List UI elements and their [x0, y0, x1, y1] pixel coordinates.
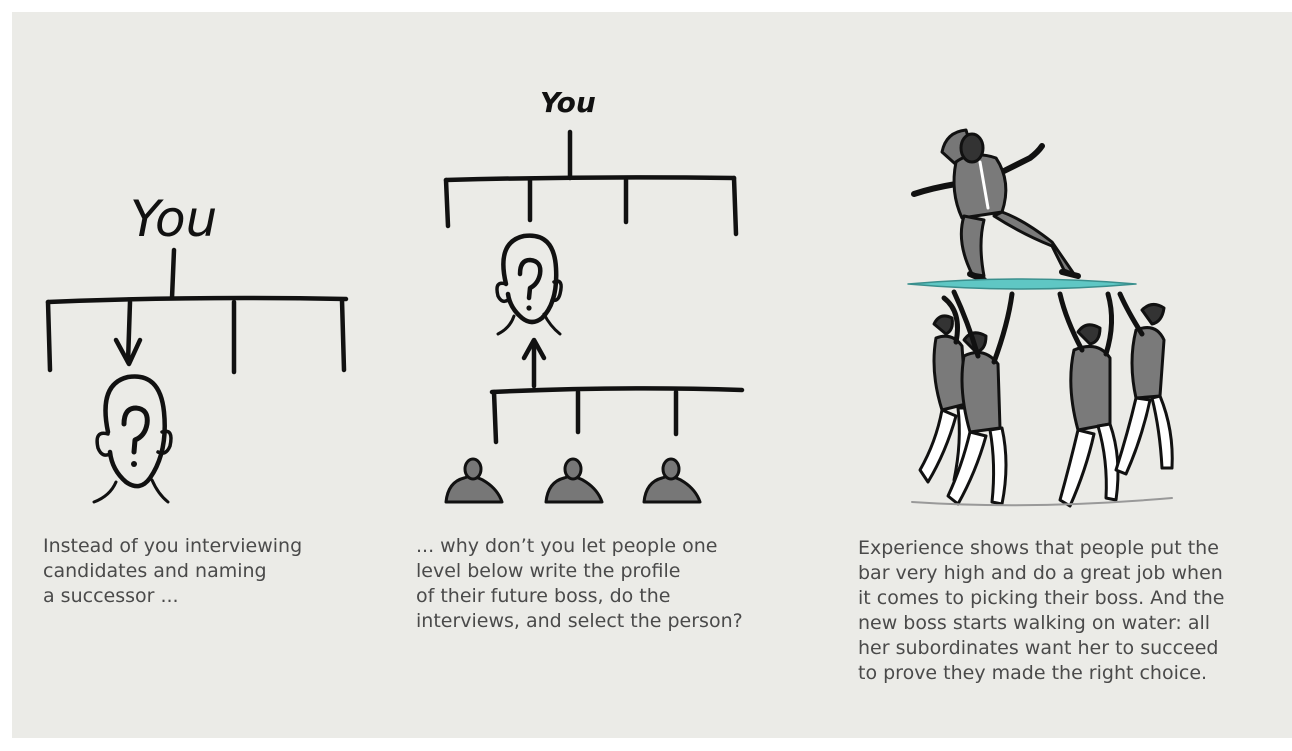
panel-3-boss-on-water: [907, 128, 1174, 508]
illustration-canvas: You You: [45, 86, 1174, 508]
person-silhouette-icon: [444, 457, 504, 504]
panel-2-org-chart: You: [443, 86, 745, 504]
water-surface: [907, 278, 1137, 290]
question-head-icon: [495, 233, 563, 336]
panel-1-org-chart: You: [45, 190, 349, 504]
supporter-figure: [1114, 291, 1174, 476]
illustration-panel: You You: [12, 12, 1292, 738]
you-label: You: [130, 190, 217, 248]
person-silhouette-icon: [544, 457, 604, 504]
boss-figure: [911, 128, 1081, 283]
caption-panel-1: Instead of you interviewing candidates a…: [43, 535, 303, 607]
question-head-icon: [92, 374, 173, 504]
supporter-figure: [946, 289, 1015, 506]
supporter-figure: [1057, 291, 1120, 508]
you-label-small: You: [540, 86, 596, 119]
person-silhouette-icon: [642, 457, 702, 504]
caption-panel-2: ... why don’t you let people one level b…: [416, 535, 743, 632]
caption-panel-3: Experience shows that people put the bar…: [858, 537, 1225, 684]
